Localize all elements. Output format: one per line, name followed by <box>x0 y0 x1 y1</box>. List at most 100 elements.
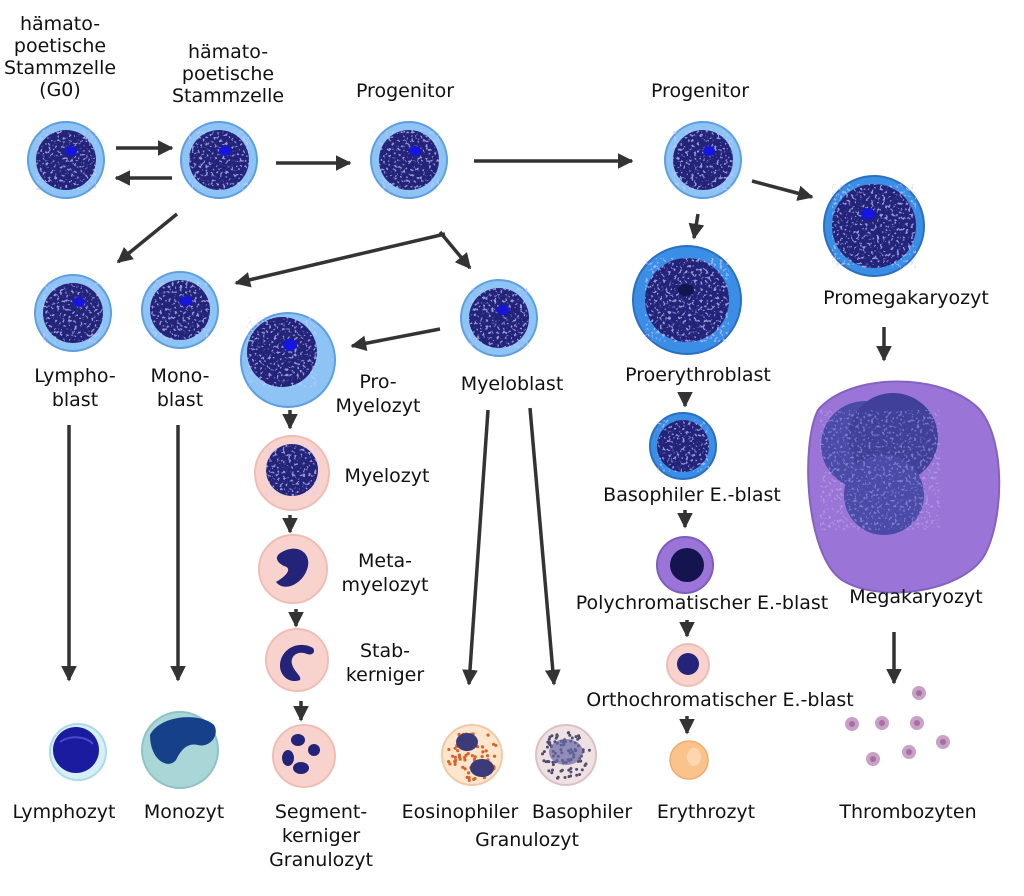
promyelozyt-cell <box>240 312 336 408</box>
granule <box>556 776 559 780</box>
granule <box>567 731 571 735</box>
granule <box>551 760 555 764</box>
label-thrombozyten-line-1: Thrombozyten <box>838 801 976 823</box>
megakaryozyt-cell <box>807 380 1001 594</box>
granule <box>548 743 552 747</box>
label-myeloblast: Myeloblast <box>461 373 564 395</box>
label-megakaryozyt-line-1: Megakaryozyt <box>849 586 982 608</box>
granule <box>447 760 451 764</box>
granule <box>574 735 578 739</box>
granule <box>480 755 484 759</box>
polychromatischer-eblast-cell <box>656 536 714 594</box>
label-lymphozyt-line-1: Lymphozyt <box>13 801 116 823</box>
arrow-progenitor-to-monoblast <box>234 232 446 288</box>
label-monoblast: Mono-blast <box>151 365 210 411</box>
granule <box>551 768 554 772</box>
granule <box>575 773 579 777</box>
label-metamyelozyt-line-1: Meta- <box>358 550 412 572</box>
granule <box>467 776 471 780</box>
granule <box>542 750 546 754</box>
orthochromatischer-eblast-cell <box>666 643 710 687</box>
granule <box>463 758 467 762</box>
label-orthochromatischer-eblast-line-1: Orthochromatischer E.-blast <box>586 689 853 711</box>
erythrozyt-cell <box>669 740 709 780</box>
label-megakaryozyt: Megakaryozyt <box>849 586 982 608</box>
lymphozyt-cell <box>49 723 107 781</box>
label-polychromatischer-eblast: Polychromatischer E.-blast <box>576 592 828 614</box>
granule <box>481 750 485 754</box>
hsc-g0-cell <box>27 121 105 199</box>
label-segmentkerniger-line-1: Segment- <box>275 801 367 823</box>
monozyt-cell <box>141 711 219 789</box>
label-monozyt: Monozyt <box>144 801 224 823</box>
label-granulozyt-line-1: Granulozyt <box>475 829 579 851</box>
granule <box>492 742 496 746</box>
granule <box>453 746 457 750</box>
granule <box>579 759 583 763</box>
label-basophiler-eblast: Basophiler E.-blast <box>603 484 781 506</box>
promegakaryozyt-cell <box>823 175 925 277</box>
label-stabkerniger: Stab-kerniger <box>346 640 425 686</box>
cells <box>27 121 1001 789</box>
granule <box>484 749 488 753</box>
arrow-myeloblast-to-eosinophiler <box>462 409 490 686</box>
label-eosinophiler-line-1: Eosinophiler <box>402 801 519 823</box>
label-segmentkerniger-line-2: kerniger <box>282 825 361 847</box>
granule <box>493 754 497 758</box>
arrow-hsc-to-lymphoblast <box>116 212 179 264</box>
granule <box>576 737 580 741</box>
granule <box>458 755 462 759</box>
granule <box>554 736 558 740</box>
proerythroblast-cell <box>632 245 742 355</box>
label-stabkerniger-line-2: kerniger <box>346 664 425 686</box>
label-erythrozyt-line-1: Erythrozyt <box>657 801 755 823</box>
granule <box>473 776 477 781</box>
label-hsc-line-1: hämato- <box>188 41 268 63</box>
granule <box>580 768 584 772</box>
granule <box>541 752 544 756</box>
progenitor-1-cell <box>370 121 448 199</box>
granule <box>550 771 554 775</box>
label-proerythroblast: Proerythroblast <box>625 364 771 386</box>
arrow-progenitor-to-myeloblast <box>438 230 472 270</box>
label-monoblast-line-1: Mono- <box>151 365 210 387</box>
label-myelozyt-line-1: Myelozyt <box>345 465 430 487</box>
label-polychromatischer-eblast-line-1: Polychromatischer E.-blast <box>576 592 828 614</box>
granule <box>555 733 559 737</box>
label-hsc-g0-line-3: Stammzelle <box>4 57 116 79</box>
label-granulozyt: Granulozyt <box>475 829 579 851</box>
granule <box>569 767 573 770</box>
segmentkerniger-cell <box>272 724 336 788</box>
granule <box>447 747 451 752</box>
granule <box>551 763 555 767</box>
label-promyelozyt-line-1: Pro- <box>359 371 396 393</box>
granule <box>454 758 458 762</box>
granule <box>575 767 579 771</box>
granule <box>486 754 490 758</box>
granule <box>548 735 552 739</box>
granule <box>461 765 465 769</box>
granule <box>547 760 551 764</box>
label-hsc-line-2: poetische <box>182 63 274 85</box>
granule <box>568 733 572 737</box>
granule <box>587 748 591 752</box>
label-lymphoblast-line-2: blast <box>52 389 98 411</box>
label-progenitor-1: Progenitor <box>356 80 454 102</box>
arrow-myeloblast-to-basophiler <box>528 407 561 686</box>
granule <box>453 755 457 759</box>
label-progenitor-2-line-1: Progenitor <box>651 80 749 102</box>
granule <box>456 749 460 753</box>
label-progenitor-1-line-1: Progenitor <box>356 80 454 102</box>
label-basophiler-line-1: Basophiler <box>532 801 633 823</box>
label-metamyelozyt: Meta-myelozyt <box>341 550 428 596</box>
granule <box>486 733 490 737</box>
arrow-progenitor-to-promegakaryozyt <box>751 179 814 201</box>
label-hsc-g0-line-1: hämato- <box>20 13 100 35</box>
label-promegakaryozyt: Promegakaryozyt <box>823 287 989 309</box>
lymphoblast-cell <box>34 274 112 352</box>
granule <box>545 745 549 749</box>
